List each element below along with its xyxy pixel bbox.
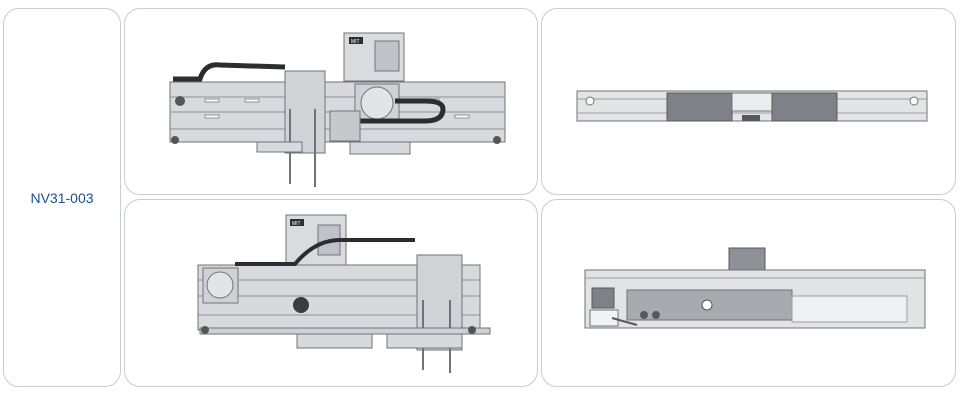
door-operator-drawing-rail	[576, 90, 928, 122]
product-image-front-a: MIT	[124, 8, 538, 195]
door-operator-drawing-b: MIT	[197, 214, 491, 373]
product-image-front-b: MIT	[124, 199, 538, 387]
model-code-label: NV31-003	[30, 189, 94, 206]
badge-text: MIT	[292, 221, 301, 227]
badge-text: MIT	[351, 39, 360, 45]
product-image-rail	[541, 8, 956, 195]
product-image-rear	[541, 199, 956, 387]
model-label-cell: NV31-003	[3, 8, 121, 387]
door-operator-drawing-a: MIT	[169, 32, 506, 187]
door-operator-drawing-rear	[584, 247, 926, 329]
